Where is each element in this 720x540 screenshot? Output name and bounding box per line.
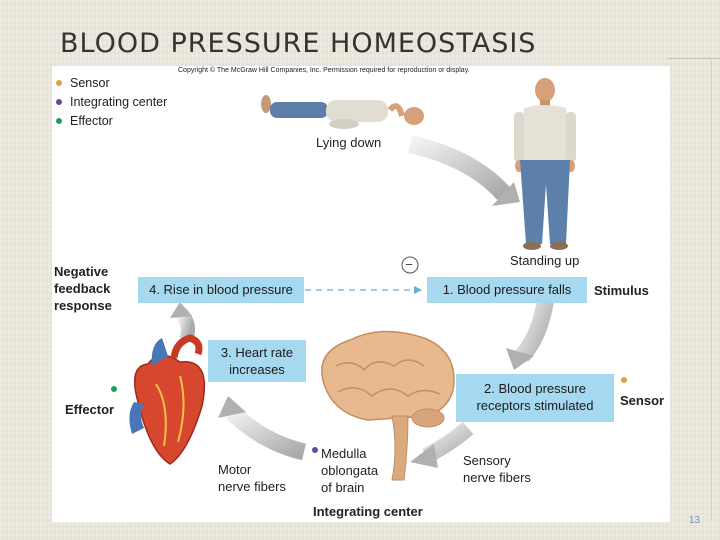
negative-feedback-label: Negative feedback response <box>54 263 112 314</box>
stimulus-label: Stimulus <box>594 282 649 299</box>
medulla-label: Medulla oblongata of brain <box>321 445 378 496</box>
copyright-notice: Copyright © The McGraw Hill Companies, I… <box>178 67 470 74</box>
legend: Sensor Integrating center Effector <box>56 74 167 131</box>
step4-box: 4. Rise in blood pressure <box>138 277 304 303</box>
legend-item-integrating-center: Integrating center <box>56 93 167 112</box>
standing-up-label: Standing up <box>510 252 579 269</box>
slide-title: BLOOD PRESSURE HOMEOSTASIS <box>60 28 536 59</box>
motor-nerve-label: Motor nerve fibers <box>218 461 286 495</box>
sensor-marker <box>621 377 627 383</box>
step1-box: 1. Blood pressure falls <box>427 277 587 303</box>
page-number: 13 <box>689 515 700 526</box>
lying-down-label: Lying down <box>316 134 381 151</box>
figure-panel: Copyright © The McGraw Hill Companies, I… <box>52 66 670 522</box>
integrating-marker <box>312 447 318 453</box>
legend-item-effector: Effector <box>56 112 167 131</box>
margin-line <box>711 60 712 520</box>
sensor-dot-icon <box>56 80 62 86</box>
step3-box: 3. Heart rate increases <box>208 340 306 382</box>
lying-down-figure <box>261 95 424 129</box>
title-rule <box>668 58 720 59</box>
step2-box: 2. Blood pressure receptors stimulated <box>456 374 614 422</box>
effector-marker <box>111 386 117 392</box>
sensory-nerve-label: Sensory nerve fibers <box>463 452 531 486</box>
effector-label: Effector <box>65 401 114 418</box>
standing-figure <box>514 78 576 250</box>
integrating-center-label: Integrating center <box>313 503 423 520</box>
minus-sign: − <box>403 257 415 273</box>
sensor-label: Sensor <box>620 392 664 409</box>
integrating-dot-icon <box>56 99 62 105</box>
heart-illustration <box>129 338 204 464</box>
effector-dot-icon <box>56 118 62 124</box>
legend-item-sensor: Sensor <box>56 74 167 93</box>
